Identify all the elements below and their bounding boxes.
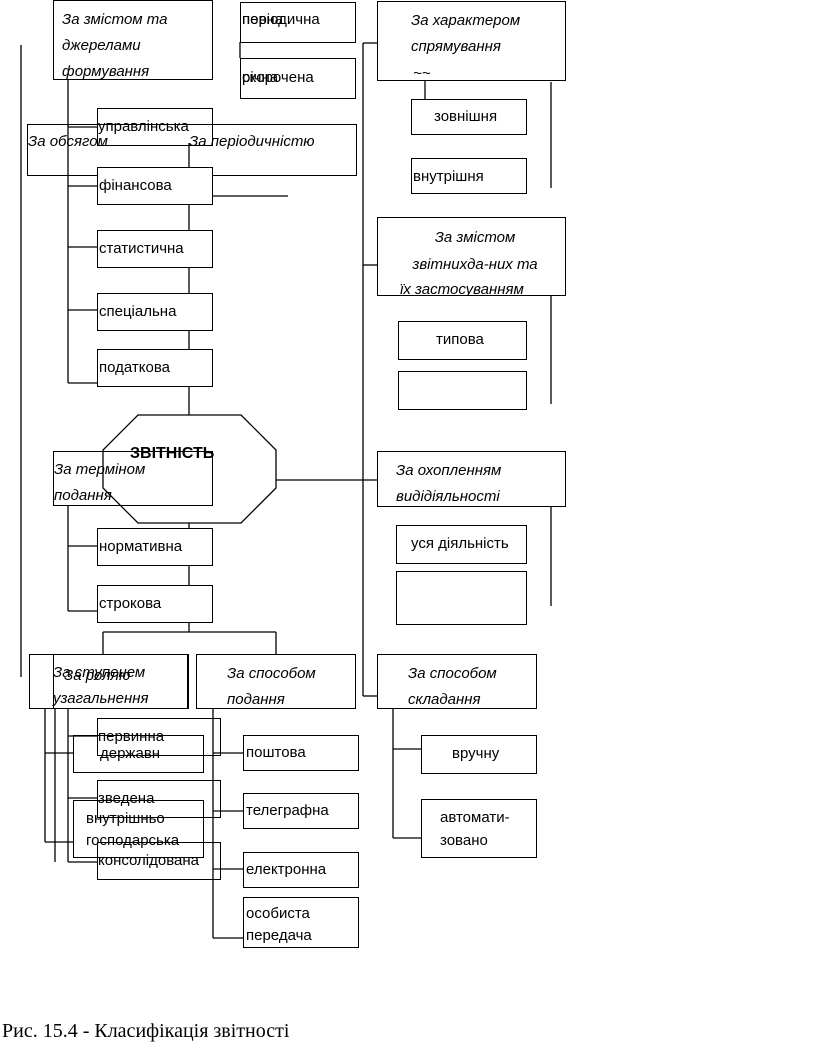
role-internal-box: [73, 800, 204, 858]
role-internal-label: внутрішньо господарська: [86, 810, 180, 849]
gen-primary-label: первинна: [98, 728, 165, 745]
shortened-label: скорочена: [242, 69, 314, 86]
figure-caption: Рис. 15.4 - Класифікація звітності: [2, 1020, 290, 1042]
content-box: За змістом звітнихда-них та їх застосува…: [377, 217, 566, 296]
compilation-manual-box: вручну: [421, 735, 537, 774]
periodic-box: [240, 2, 356, 43]
method-label: За способом подання: [227, 665, 316, 708]
direction-external-box: зовнішня: [411, 99, 527, 135]
coverage-all-box: уся діяльність: [396, 525, 527, 564]
content-group-box: За змістом та джерелами формування: [53, 0, 213, 80]
direction-box: За характером спрямування ~~: [377, 1, 566, 81]
method-post-box: поштова: [243, 735, 359, 771]
method-telegraph-label: телеграфна: [246, 802, 329, 819]
direction-cut-label: ~~: [413, 65, 431, 81]
generalization-label: За ступенем узагальнення: [53, 664, 149, 707]
compilation-box: За способом складання: [377, 654, 537, 709]
role-state-box: [73, 735, 204, 773]
coverage-all-label: уся діяльність: [411, 535, 509, 552]
coverage-box: За охопленням видідіяльності: [377, 451, 566, 507]
item-management-box: [97, 108, 213, 146]
item-statistical-box: статистична: [97, 230, 213, 268]
gen-summary-label: зведена: [98, 790, 155, 807]
item-financial-box: фінансова: [97, 167, 213, 205]
item-special-box: спеціальна: [97, 293, 213, 331]
content-cut-label: їх застосуванням: [400, 281, 524, 296]
item-management-label: управлінська: [98, 118, 189, 135]
term-normative-label: нормативна: [99, 538, 183, 555]
item-statistical-label: статистична: [99, 240, 184, 257]
periodic-overlap-label: повна: [242, 11, 284, 28]
method-post-label: поштова: [246, 744, 306, 761]
term-normative-box: нормативна: [97, 528, 213, 566]
direction-internal-box: внутрішня: [411, 158, 527, 194]
compilation-manual-label: вручну: [452, 745, 500, 762]
term-urgent-label: строкова: [99, 595, 162, 612]
item-tax-box: податкова: [97, 349, 213, 387]
compilation-auto-box: автомати-зовано: [421, 799, 537, 858]
method-personal-box: особиста передача: [243, 897, 359, 948]
center-octagon: [102, 414, 277, 524]
method-telegraph-box: телеграфна: [243, 793, 359, 829]
content-other-box: [398, 371, 527, 410]
coverage-label: За охопленням видідіяльності: [396, 462, 502, 505]
term-box: [53, 451, 213, 506]
gen-primary-box: [97, 718, 221, 756]
method-box: За способом подання: [196, 654, 356, 709]
item-special-label: спеціальна: [99, 303, 177, 320]
volume-label: За обсягом: [28, 133, 108, 150]
content-typical-label: типова: [436, 331, 484, 348]
method-electronic-box: електронна: [243, 852, 359, 888]
periodic-label: періодична: [242, 11, 320, 28]
shortened-overlap-label: річна: [242, 69, 279, 86]
center-label: ЗВІТНІСТЬ: [130, 445, 215, 462]
shortened-box: [240, 58, 356, 99]
content-group-label: За змістом та джерелами формування: [62, 11, 168, 80]
direction-label: За характером спрямування: [411, 12, 521, 55]
gen-summary-box: [97, 780, 221, 818]
method-personal-label: особиста передача: [246, 905, 312, 944]
item-tax-label: податкова: [99, 359, 170, 376]
content-label: За змістом звітнихда-них та: [412, 229, 538, 273]
term-urgent-box: строкова: [97, 585, 213, 623]
content-typical-box: типова: [398, 321, 527, 360]
gen-consolidated-label: консолідована: [98, 852, 199, 869]
coverage-other-box: [396, 571, 527, 625]
direction-external-label: зовнішня: [434, 108, 498, 125]
compilation-auto-label: автомати-зовано: [440, 809, 510, 849]
role-box: [53, 654, 188, 709]
direction-internal-label: внутрішня: [413, 168, 484, 185]
gen-consolidated-box: [97, 842, 221, 880]
role-state-label: державн: [100, 745, 161, 762]
compilation-label: За способом складання: [408, 665, 497, 708]
periodicity-label: За періодичністю: [189, 133, 315, 150]
role-label: За роллю: [64, 667, 131, 684]
term-label: За терміном подання: [54, 461, 146, 504]
method-electronic-label: електронна: [246, 861, 327, 878]
item-financial-label: фінансова: [99, 177, 172, 194]
